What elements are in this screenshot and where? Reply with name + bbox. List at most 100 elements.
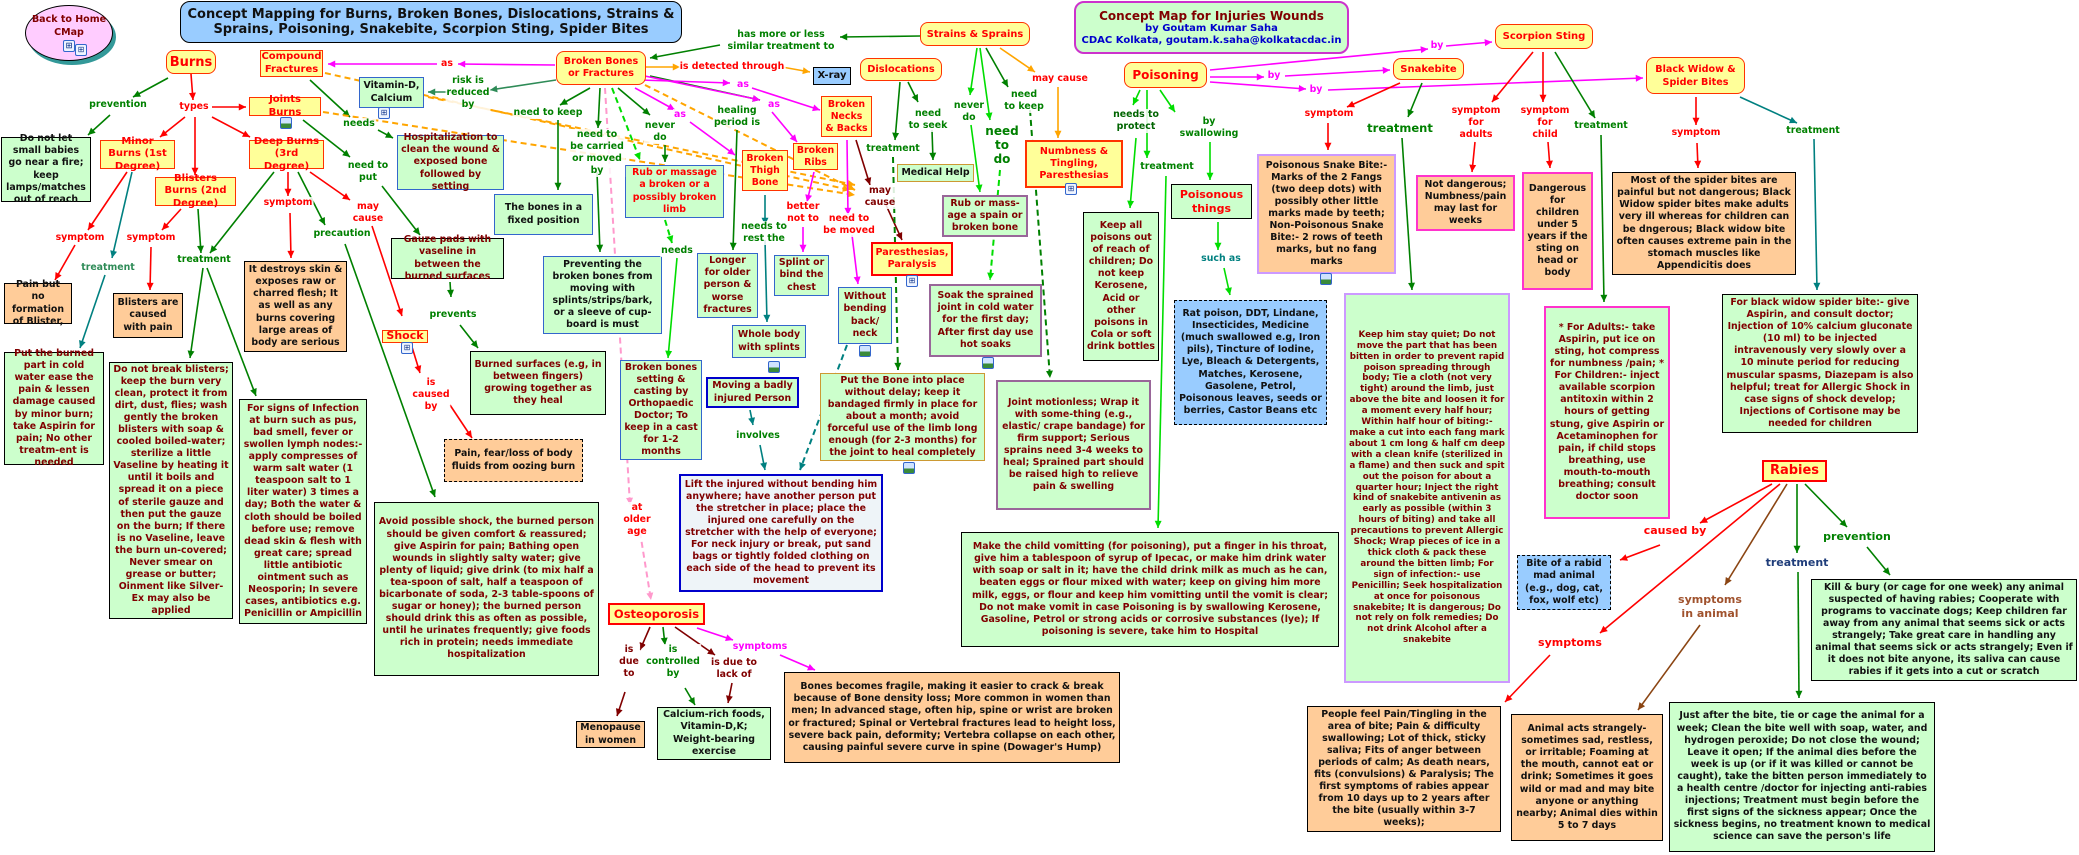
node-snakebite: Snakebite xyxy=(1393,58,1464,80)
node-rub-sprain: Rub or mass-age a spain or broken bone xyxy=(942,195,1028,237)
link-phrase-symptom-adults: symptom for adults xyxy=(1450,105,1502,141)
node-osteoporosis: Osteoporosis xyxy=(608,603,705,625)
connector-line xyxy=(851,234,859,285)
node-dangerous-children: Dangerous for children under 5 years if … xyxy=(1522,172,1593,290)
arrowhead xyxy=(639,642,647,650)
arrowhead xyxy=(1054,130,1062,138)
node-text: Blisters are caused with pain xyxy=(117,297,179,333)
arrowhead xyxy=(634,152,641,160)
node-blisters-caused: Blisters are caused with pain xyxy=(113,293,183,338)
node-moving-badly: Moving a badly injured Person xyxy=(706,377,799,408)
arrowhead xyxy=(250,388,257,396)
arrowhead xyxy=(447,289,454,297)
connector-line xyxy=(189,267,204,359)
arrowhead xyxy=(191,167,199,175)
connector-line xyxy=(1491,51,1534,103)
arrowhead xyxy=(1214,242,1222,250)
node-text: Vitamin-D, Calcium xyxy=(363,80,420,104)
connector-line xyxy=(596,171,601,253)
connector-line xyxy=(1724,483,1788,586)
link-phrase-may-cause-deep: may cause xyxy=(351,201,385,225)
image-attachment-icon[interactable] xyxy=(903,462,915,474)
link-phrase-may-cause2: may cause xyxy=(863,185,897,209)
arrowhead xyxy=(287,250,295,258)
link-phrase-treatment-snake: treatment xyxy=(1366,121,1434,135)
arrowhead xyxy=(722,79,730,87)
connector-line xyxy=(457,63,556,66)
arrowhead xyxy=(642,107,650,115)
node-rub-limb: Rub or massage a broken or a possibly br… xyxy=(625,165,724,218)
link-phrase-need-to-keep1: need to keep xyxy=(512,107,584,119)
node-animal-acts: Animal acts strangely- sometimes sad, re… xyxy=(1511,714,1663,841)
arrowhead xyxy=(88,222,95,230)
arrowhead xyxy=(146,282,154,290)
arrowhead xyxy=(892,132,900,140)
node-burns: Burns xyxy=(166,50,216,74)
link-phrase-by1: by xyxy=(1266,70,1282,82)
cmap-link-icon[interactable]: ⊞ xyxy=(906,275,918,287)
connector-line xyxy=(667,257,678,359)
cmap-link-icon[interactable]: ⊞ xyxy=(378,107,390,119)
link-phrase-by2: by xyxy=(1308,84,1324,96)
connector-line xyxy=(855,139,871,186)
node-bones-fragile: Bones becomes fragile, making it easier … xyxy=(784,672,1120,763)
image-attachment-icon[interactable] xyxy=(768,361,780,373)
node-text: Broken Ribs xyxy=(796,144,835,168)
arrowhead xyxy=(1620,554,1628,561)
link-phrase-needs1: needs xyxy=(342,118,376,130)
cmap-link-icon[interactable]: ⊞ xyxy=(1065,183,1077,195)
node-text: Rabies xyxy=(1769,462,1820,478)
node-deep-burns: Deep Burns (3rd Degree) xyxy=(249,136,324,172)
image-attachment-icon[interactable] xyxy=(1320,273,1332,285)
node-text: Avoid possible shock, the burned person … xyxy=(378,516,595,661)
arrowhead xyxy=(688,697,695,705)
arrowhead xyxy=(840,33,848,41)
connector-line xyxy=(639,79,731,84)
credit-box: Concept Map for Injuries Wounds by Gouta… xyxy=(1074,1,1349,54)
cmap-link-icon[interactable]: ⊞ xyxy=(401,342,413,354)
image-attachment-icon[interactable] xyxy=(859,345,871,357)
arrowhead xyxy=(594,120,602,128)
link-phrase-by3: by xyxy=(1429,40,1445,52)
connector-line xyxy=(1599,483,1781,634)
node-gauze: Gauze pads with vaseline in between the … xyxy=(391,234,504,282)
arrowhead xyxy=(162,222,170,230)
arrowhead xyxy=(1638,702,1646,710)
arrowhead xyxy=(1143,150,1151,158)
node-signs-infection: For signs of Infection at burn such as p… xyxy=(239,399,367,624)
link-phrase-lack-of: is due to lack of xyxy=(710,657,758,681)
node-strains: Strains & Sprains xyxy=(920,22,1030,46)
link-phrase-involves: involves xyxy=(735,430,781,442)
link-phrase-be-moved: need to be moved xyxy=(822,213,876,237)
node-text: Joints Burns xyxy=(268,94,302,118)
arrowhead xyxy=(1635,74,1643,82)
link-phrase-symptom-minor: symptom xyxy=(54,232,106,244)
credit-org: CDAC Kolkata, goutam.k.saha@kolkatacdac.… xyxy=(1081,34,1342,46)
node-text: Do not let small babies go near a fire; … xyxy=(6,133,86,205)
cmap-link-icon[interactable]: ⊞ xyxy=(63,39,75,52)
node-text: Paresthesias, Paralysis xyxy=(875,246,949,270)
link-phrase-such-as: such as xyxy=(1200,253,1242,265)
arrowhead xyxy=(807,663,815,671)
link-phrase-swallowing: by swallowing xyxy=(1178,116,1240,140)
node-text: Animal acts strangely- sometimes sad, re… xyxy=(1516,723,1658,831)
link-phrase-older-age: at older age xyxy=(622,502,652,538)
arrowhead xyxy=(1225,287,1232,295)
arrowhead xyxy=(967,87,975,95)
link-phrase-needs2: needs xyxy=(660,245,694,257)
node-burned-surfaces: Burned surfaces (e.g, in between fingers… xyxy=(470,351,606,415)
cmap-link-icon[interactable]: ⊞ xyxy=(75,44,87,56)
arrowhead xyxy=(660,637,668,645)
node-text: Numbness & Tingling, Paresthesias xyxy=(1039,146,1109,181)
back-to-home-link[interactable]: Back to Home CMap ⊞ xyxy=(25,5,113,61)
image-attachment-icon[interactable] xyxy=(982,357,994,369)
connector-line xyxy=(1209,81,1307,90)
node-vitamin-d: Vitamin-D, Calcium xyxy=(359,77,424,108)
connector-line xyxy=(1554,51,1596,119)
connector-line xyxy=(639,74,761,101)
arrowhead xyxy=(727,147,735,155)
arrowhead xyxy=(1600,625,1608,633)
image-attachment-icon[interactable] xyxy=(280,117,292,129)
connector-line xyxy=(634,87,676,111)
